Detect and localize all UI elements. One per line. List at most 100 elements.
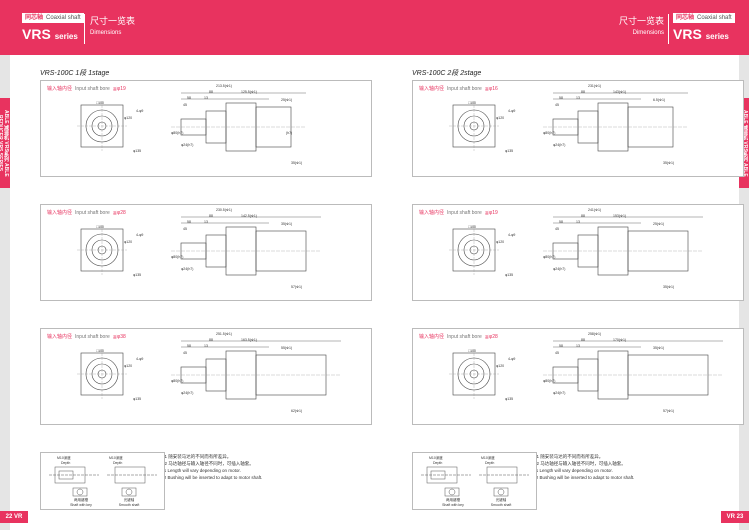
dimension-label: 4-φ9 [136,357,144,361]
series-suffix-left: series [54,32,78,41]
input-bore-label-cn: 输入轴内径 [47,210,73,216]
title-cn-left: 尺寸一览表 [90,16,136,26]
legend-type2: 光键轴 Smooth shaft [489,498,513,507]
gearbox-drawing [77,340,341,400]
dimension-label: □100 [468,101,476,105]
divider-right [668,14,669,44]
series-main-right: VRS [673,26,702,42]
dimension-label: φ135 [133,273,142,277]
input-bore-label-en: Input shaft bore [447,334,482,340]
dimension-label: 45 [183,227,187,231]
dimension-label: 4-φ9 [136,233,144,237]
dimension-label: 45 [555,227,559,231]
dimension-label: 4-φ9 [508,109,516,113]
title-en-left: Dimensions [90,30,122,36]
input-bore-value: ≦φ16 [484,86,498,92]
dimension-label: 170(※1) [613,338,627,342]
legend-type2-en: Smooth shaft [490,503,512,507]
legend-type1-cn: 两用键槽 [446,498,460,502]
dimension-label: 88 [581,338,585,342]
dimension-label: 35(※1) [291,161,303,165]
input-bore-label-en: Input shaft bore [447,210,482,216]
legend-tap-label: M10深度 [109,456,123,460]
dimension-label: φ80(h7) [171,131,184,135]
legend-type1-en: Shaft with key [442,503,464,507]
note-line: ※2 Bushing will be inserted to adapt to … [160,475,263,480]
dimension-label: 45 [555,103,559,107]
legend-type1: 两用键槽 Shaft with key [69,498,93,507]
dimension-label: 35(※1) [653,346,665,350]
dimension-label: □100 [468,225,476,229]
dimension-label: 88 [581,214,585,218]
tag-right-label: 同芯轴 [676,15,695,21]
input-bore-label-cn: 输入轴内径 [419,210,445,216]
dimension-label: □100 [96,101,104,105]
note-line: ※1 Length will vary depending on motor. [160,468,241,473]
legend-depth-label: Depth [485,461,495,465]
side-bar-right [739,55,749,530]
dimension-label: 35(※1) [663,161,675,165]
dimension-label: 62(※1) [291,409,303,413]
dimension-label: 13 [204,344,208,348]
legend-type1-cn: 两用键槽 [74,498,88,502]
dimension-label: 213.5(※1) [216,84,232,88]
dimension-label: 88 [581,90,585,94]
dimension-label: φ24(h7) [553,391,566,395]
dimension-label: □100 [96,349,104,353]
page-code-left: VR [14,514,23,520]
dimension-label: 45 [183,351,187,355]
dimension-label: φ24(h7) [553,267,566,271]
note-line: ※2 马达轴径与输入轴径不同时，可插入轴套。 [532,461,626,466]
input-bore-value: ≦φ28 [484,334,498,340]
page-title-right: 尺寸一览表 Dimensions [614,14,664,36]
dimension-label: 6.5(※1) [653,98,666,102]
page-number-right: VR 23 [721,511,749,523]
title-en-right: Dimensions [632,30,664,36]
side-tab-left: ABLE 减速机 VRS系列 ABLE REDUCER VRS SERIES [0,98,10,188]
tag-left-en: Coaxial shaft [46,15,81,21]
notes-left: ※1 随安装马达的不同而有所差异。 ※2 马达轴径与输入轴径不同时，可插入轴套。… [160,453,360,481]
dimension-label: φ135 [505,397,514,401]
dimension-label: 58 [187,220,191,224]
dimension-label: 241(※1) [588,208,602,212]
dimension-label: 88 [209,90,213,94]
dimension-label: φ24(h7) [181,391,194,395]
input-bore-label-en: Input shaft bore [75,210,110,216]
dimension-label: 258(※1) [588,332,602,336]
legend-depth-label: Depth [113,461,123,465]
dimension-label: φ120 [496,364,505,368]
dimension-label: 13 [204,96,208,100]
dimension-label: φ120 [496,240,505,244]
header-band [0,0,749,55]
legend-type2-en: Smooth shaft [118,503,140,507]
side-bar-left [0,55,10,530]
shaft-legend-drawing [49,466,157,497]
shaft-legend-left: M10深度 Depth M10深度 Depth 两用键槽 Shaft with … [40,452,165,510]
dimension-label: □100 [468,349,476,353]
tag-right-en: Coaxial shaft [697,15,732,21]
dimension-label: 55(※1) [281,346,293,350]
dimension-label: 45 [555,351,559,355]
model-title-right: VRS-100C 2段 2stage [412,70,482,77]
input-bore-value: ≦φ19 [112,86,126,92]
input-bore-label-en: Input shaft bore [447,86,482,92]
dimension-label: 13 [576,96,580,100]
dimension-label: φ120 [124,364,133,368]
dimension-label: 58 [559,220,563,224]
gearbox-drawing [449,92,688,152]
dimension-label: φ24(h7) [181,143,194,147]
dimension-label: 142.5(※1) [241,214,257,218]
dimension-label: 163.5(※1) [241,338,257,342]
legend-tap-label: M10深度 [57,456,71,460]
series-suffix-right: series [705,32,729,41]
dimension-label: 57(※1) [291,285,303,289]
page-num-right: 23 [736,514,744,520]
note-line: ※2 Bushing will be inserted to adapt to … [532,475,635,480]
page-code-right: VR [726,514,735,520]
dimension-label: φ80(h7) [543,131,556,135]
dimension-label: 4-φ9 [136,109,144,113]
